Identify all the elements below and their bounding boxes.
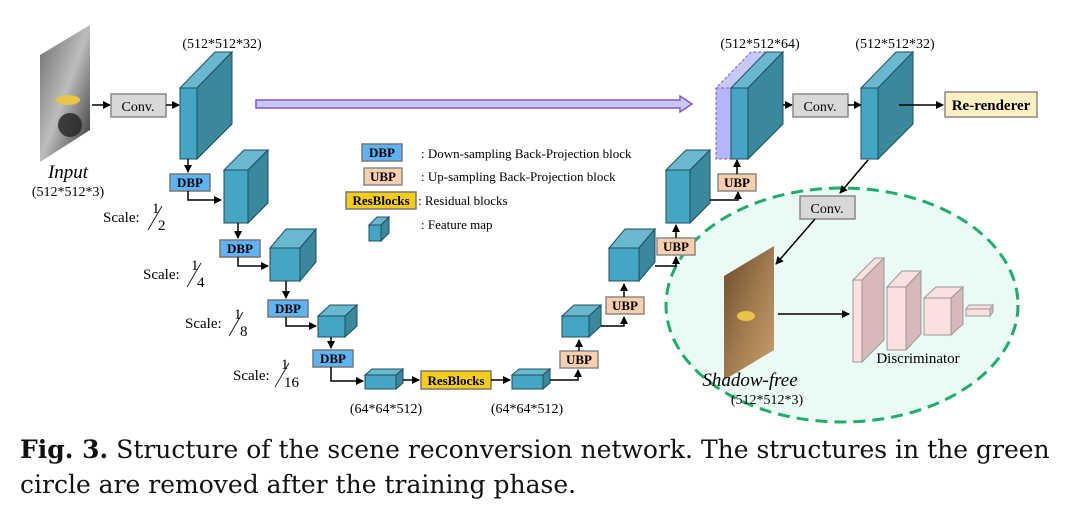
dec-concat-dims: (512*512*64)	[720, 37, 800, 52]
legend-ubp-key: UBP	[370, 169, 396, 184]
conv-block-3	[799, 195, 856, 220]
scale-num-2: 1	[191, 258, 199, 274]
legend-dbp-text: : Down-sampling Back-Projection block	[421, 146, 632, 161]
legend-resblocks-swatch	[345, 191, 417, 210]
feature-map-dec-1	[664, 148, 712, 225]
network-diagram: Input (512*512*3) Conv. (512*512*32) DBP…	[32, 25, 1038, 424]
arrow	[237, 257, 269, 270]
arrow	[330, 367, 364, 385]
feature-map-bottleneck-2	[510, 367, 552, 391]
dbp-label: DBP	[177, 175, 203, 190]
rerenderer-block	[944, 91, 1038, 118]
scale-num-4: 1	[281, 357, 289, 373]
scale-den-3: 8	[240, 324, 248, 340]
scale-den-1: 2	[158, 218, 166, 234]
arrow	[550, 369, 582, 381]
feature-map-dec-2	[607, 227, 657, 283]
input-dims: (512*512*3)	[32, 185, 105, 200]
conv-label-3: Conv.	[811, 202, 844, 217]
scale-den-4: 16	[284, 375, 300, 391]
scale-num-3: 1	[234, 307, 242, 323]
dbp-block-4	[312, 349, 354, 368]
feature-map-enc-2	[268, 227, 318, 283]
skip-connection-arrow	[255, 94, 694, 114]
legend: DBP : Down-sampling Back-Projection bloc…	[345, 143, 632, 243]
rerenderer-label: Re-renderer	[952, 98, 1031, 114]
fraction-bar	[274, 362, 290, 388]
feature-map-enc-0	[178, 50, 234, 161]
conv-label-2: Conv.	[804, 100, 837, 115]
feature-map-enc-3	[316, 303, 359, 339]
training-only-region	[664, 186, 1020, 424]
bottleneck-dims-left: (64*64*512)	[350, 402, 423, 417]
enc-top-dims: (512*512*32)	[182, 37, 262, 52]
feature-map-concat	[714, 50, 785, 161]
conv-label-1: Conv.	[122, 100, 155, 115]
scale-num-1: 1	[152, 201, 160, 217]
scale-label-1: Scale:	[103, 210, 140, 226]
shadow-free-label: Shadow-free	[702, 370, 797, 391]
shadow-free-dims: (512*512*3)	[731, 393, 804, 408]
legend-resblocks-key: ResBlocks	[352, 193, 409, 208]
dbp-label: DBP	[275, 301, 301, 316]
fraction-bar	[147, 205, 163, 231]
caption-label: Fig. 3.	[20, 435, 109, 464]
dbp-block-1	[169, 173, 211, 192]
scale-label-2: Scale:	[143, 267, 180, 283]
discriminator-label: Discriminator	[876, 351, 959, 367]
figure-caption: Fig. 3. Structure of the scene reconvers…	[20, 432, 1055, 502]
legend-ubp-text: : Up-sampling Back-Projection block	[421, 169, 616, 184]
dec-out-dims: (512*512*32)	[855, 37, 935, 52]
discriminator	[851, 256, 994, 364]
dbp-label: DBP	[320, 351, 346, 366]
ubp-label: UBP	[663, 239, 689, 254]
legend-feature-map-text: : Feature map	[421, 217, 492, 232]
legend-feature-map-icon	[367, 215, 391, 243]
ubp-label: UBP	[566, 352, 592, 367]
legend-dbp-key: DBP	[369, 145, 395, 160]
feature-map-enc-1	[222, 148, 270, 225]
dbp-label: DBP	[227, 241, 253, 256]
fraction-bar	[186, 262, 202, 288]
legend-dbp-swatch	[361, 143, 403, 162]
ubp-label: UBP	[724, 175, 750, 190]
feature-map-bottleneck-1	[363, 367, 405, 391]
scale-den-2: 4	[197, 275, 205, 291]
dbp-block-3	[267, 299, 309, 318]
arrow	[601, 316, 628, 327]
scale-label-4: Scale:	[233, 368, 270, 384]
ubp-label: UBP	[612, 298, 638, 313]
feature-map-out	[859, 50, 915, 161]
arrow	[710, 191, 742, 201]
shadow-free-image	[724, 246, 774, 380]
caption-text: Structure of the scene reconversion netw…	[20, 435, 1050, 499]
ubp-block-2	[605, 296, 645, 315]
feature-map-dec-3	[560, 303, 603, 339]
arrow	[285, 317, 317, 330]
legend-resblocks-text: : Residual blocks	[418, 193, 508, 208]
input-label: Input	[47, 162, 89, 183]
input-image	[40, 25, 90, 162]
fraction-bar	[228, 311, 244, 337]
arrow	[775, 218, 816, 265]
scale-label-3: Scale:	[185, 316, 222, 332]
resblocks-label: ResBlocks	[427, 373, 484, 388]
arrow	[839, 159, 869, 194]
arrow	[187, 191, 222, 204]
legend-ubp-swatch	[363, 167, 403, 186]
bottleneck-dims-right: (64*64*512)	[491, 402, 564, 417]
arrow	[655, 256, 680, 267]
dbp-block-2	[219, 239, 261, 258]
